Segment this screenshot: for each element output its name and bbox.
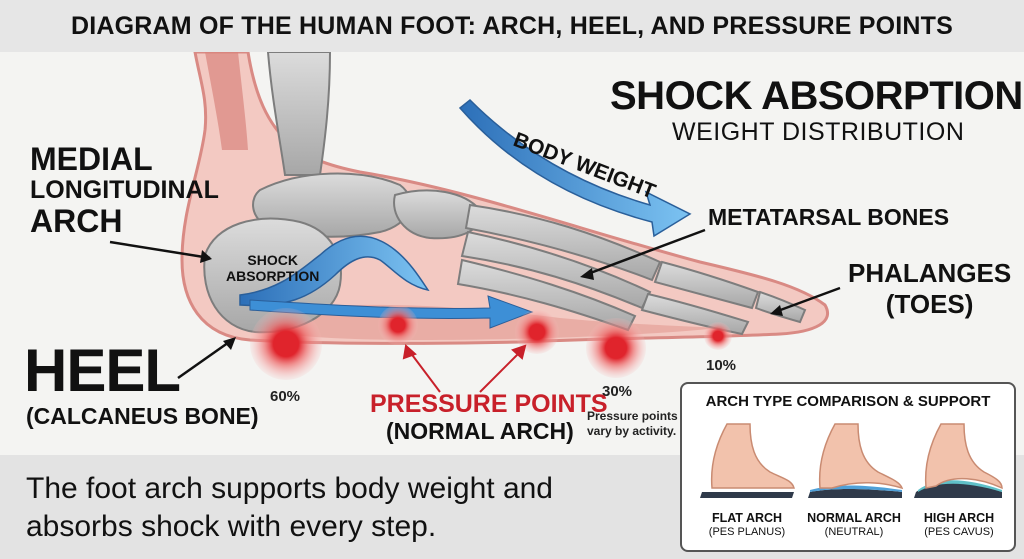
navicular-bone	[393, 189, 482, 240]
pressure-toe-marker	[704, 322, 732, 350]
title-bar: DIAGRAM OF THE HUMAN FOOT: ARCH, HEEL, A…	[0, 0, 1024, 52]
normal-arch-latin: (NEUTRAL)	[824, 525, 884, 538]
flat-arch-name: FLAT ARCH	[711, 511, 783, 525]
shock-absorption-small-label: SHOCK ABSORPTION	[226, 252, 319, 284]
toe-percentage: 10%	[706, 357, 737, 374]
high-arch-name: HIGH ARCH	[923, 511, 995, 525]
ankle-muscle	[205, 52, 248, 150]
medial-line-3: ARCH	[30, 202, 123, 239]
shock-small-line-1: SHOCK	[247, 252, 298, 268]
arch-comparison-panel: ARCH TYPE COMPARISON & SUPPORT FLAT ARCH…	[680, 382, 1016, 552]
pointer-arrowheads	[200, 250, 783, 350]
phalanges-line-1: PHALANGES	[848, 258, 1012, 288]
shock-absorption-wave	[239, 235, 430, 307]
foot-illustration: BODY WEIGHT	[109, 52, 841, 393]
caption-line-2: absorbs shock with every step.	[26, 510, 437, 544]
calcaneus-label: (CALCANEUS BONE)	[26, 403, 259, 429]
pressure-points-subtitle: (NORMAL ARCH)	[386, 418, 574, 444]
body-weight-arrow	[458, 98, 692, 238]
normal-arch-foot	[808, 423, 904, 498]
high-arch-label: HIGH ARCH (PES CAVUS)	[904, 511, 1014, 538]
flat-arch-foot	[700, 423, 795, 498]
comparison-title: ARCH TYPE COMPARISON & SUPPORT	[705, 393, 991, 410]
high-arch-latin: (PES CAVUS)	[924, 525, 994, 538]
pressure-midfoot-2-marker	[515, 310, 559, 354]
heel-label: HEEL	[24, 337, 181, 404]
shock-small-line-2: ABSORPTION	[226, 268, 320, 285]
arch-comparison-illustrations	[700, 423, 1003, 498]
caption: The foot arch supports body weight and a…	[26, 470, 553, 547]
phalanges-label: PHALANGES (TOES)	[848, 258, 1011, 320]
normal-arch-label: NORMAL ARCH (NEUTRAL)	[799, 511, 909, 538]
pressure-note: Pressure points vary by activity.	[587, 409, 678, 439]
medial-line-2: LONGITUDINAL	[30, 175, 219, 204]
diagram-title: DIAGRAM OF THE HUMAN FOOT: ARCH, HEEL, A…	[71, 11, 953, 40]
metatarsal-bone-shapes	[456, 203, 662, 332]
pressure-ball-marker	[586, 318, 646, 378]
caption-line-1: The foot arch supports body weight and	[26, 472, 553, 505]
normal-arch-name: NORMAL ARCH	[807, 511, 901, 525]
high-arch-foot	[914, 423, 1003, 498]
shock-absorption-heading: SHOCK ABSORPTION	[610, 74, 1023, 118]
flat-arch-label: FLAT ARCH (PES PLANUS)	[692, 511, 802, 538]
heel-percentage: 60%	[270, 388, 301, 405]
phalanges-line-2: (TOES)	[885, 289, 974, 320]
weight-distribution-subheading: WEIGHT DISTRIBUTION	[672, 118, 965, 146]
medial-line-1: MEDIAL	[30, 141, 153, 177]
pressure-midfoot-1-marker	[378, 305, 418, 345]
note-line-2: vary by activity.	[587, 424, 677, 438]
note-line-1: Pressure points	[587, 409, 678, 423]
metatarsal-label: METATARSAL BONES	[708, 204, 950, 230]
ball-percentage: 30%	[602, 383, 633, 400]
pressure-pointer-arrows	[402, 344, 527, 393]
pressure-points-title: PRESSURE POINTS	[370, 390, 608, 418]
medial-arch-label: MEDIAL LONGITUDINAL ARCH	[30, 142, 219, 238]
pointer-lines	[109, 228, 841, 380]
flat-arch-latin: (PES PLANUS)	[708, 525, 786, 538]
pressure-heel-marker	[250, 308, 322, 380]
